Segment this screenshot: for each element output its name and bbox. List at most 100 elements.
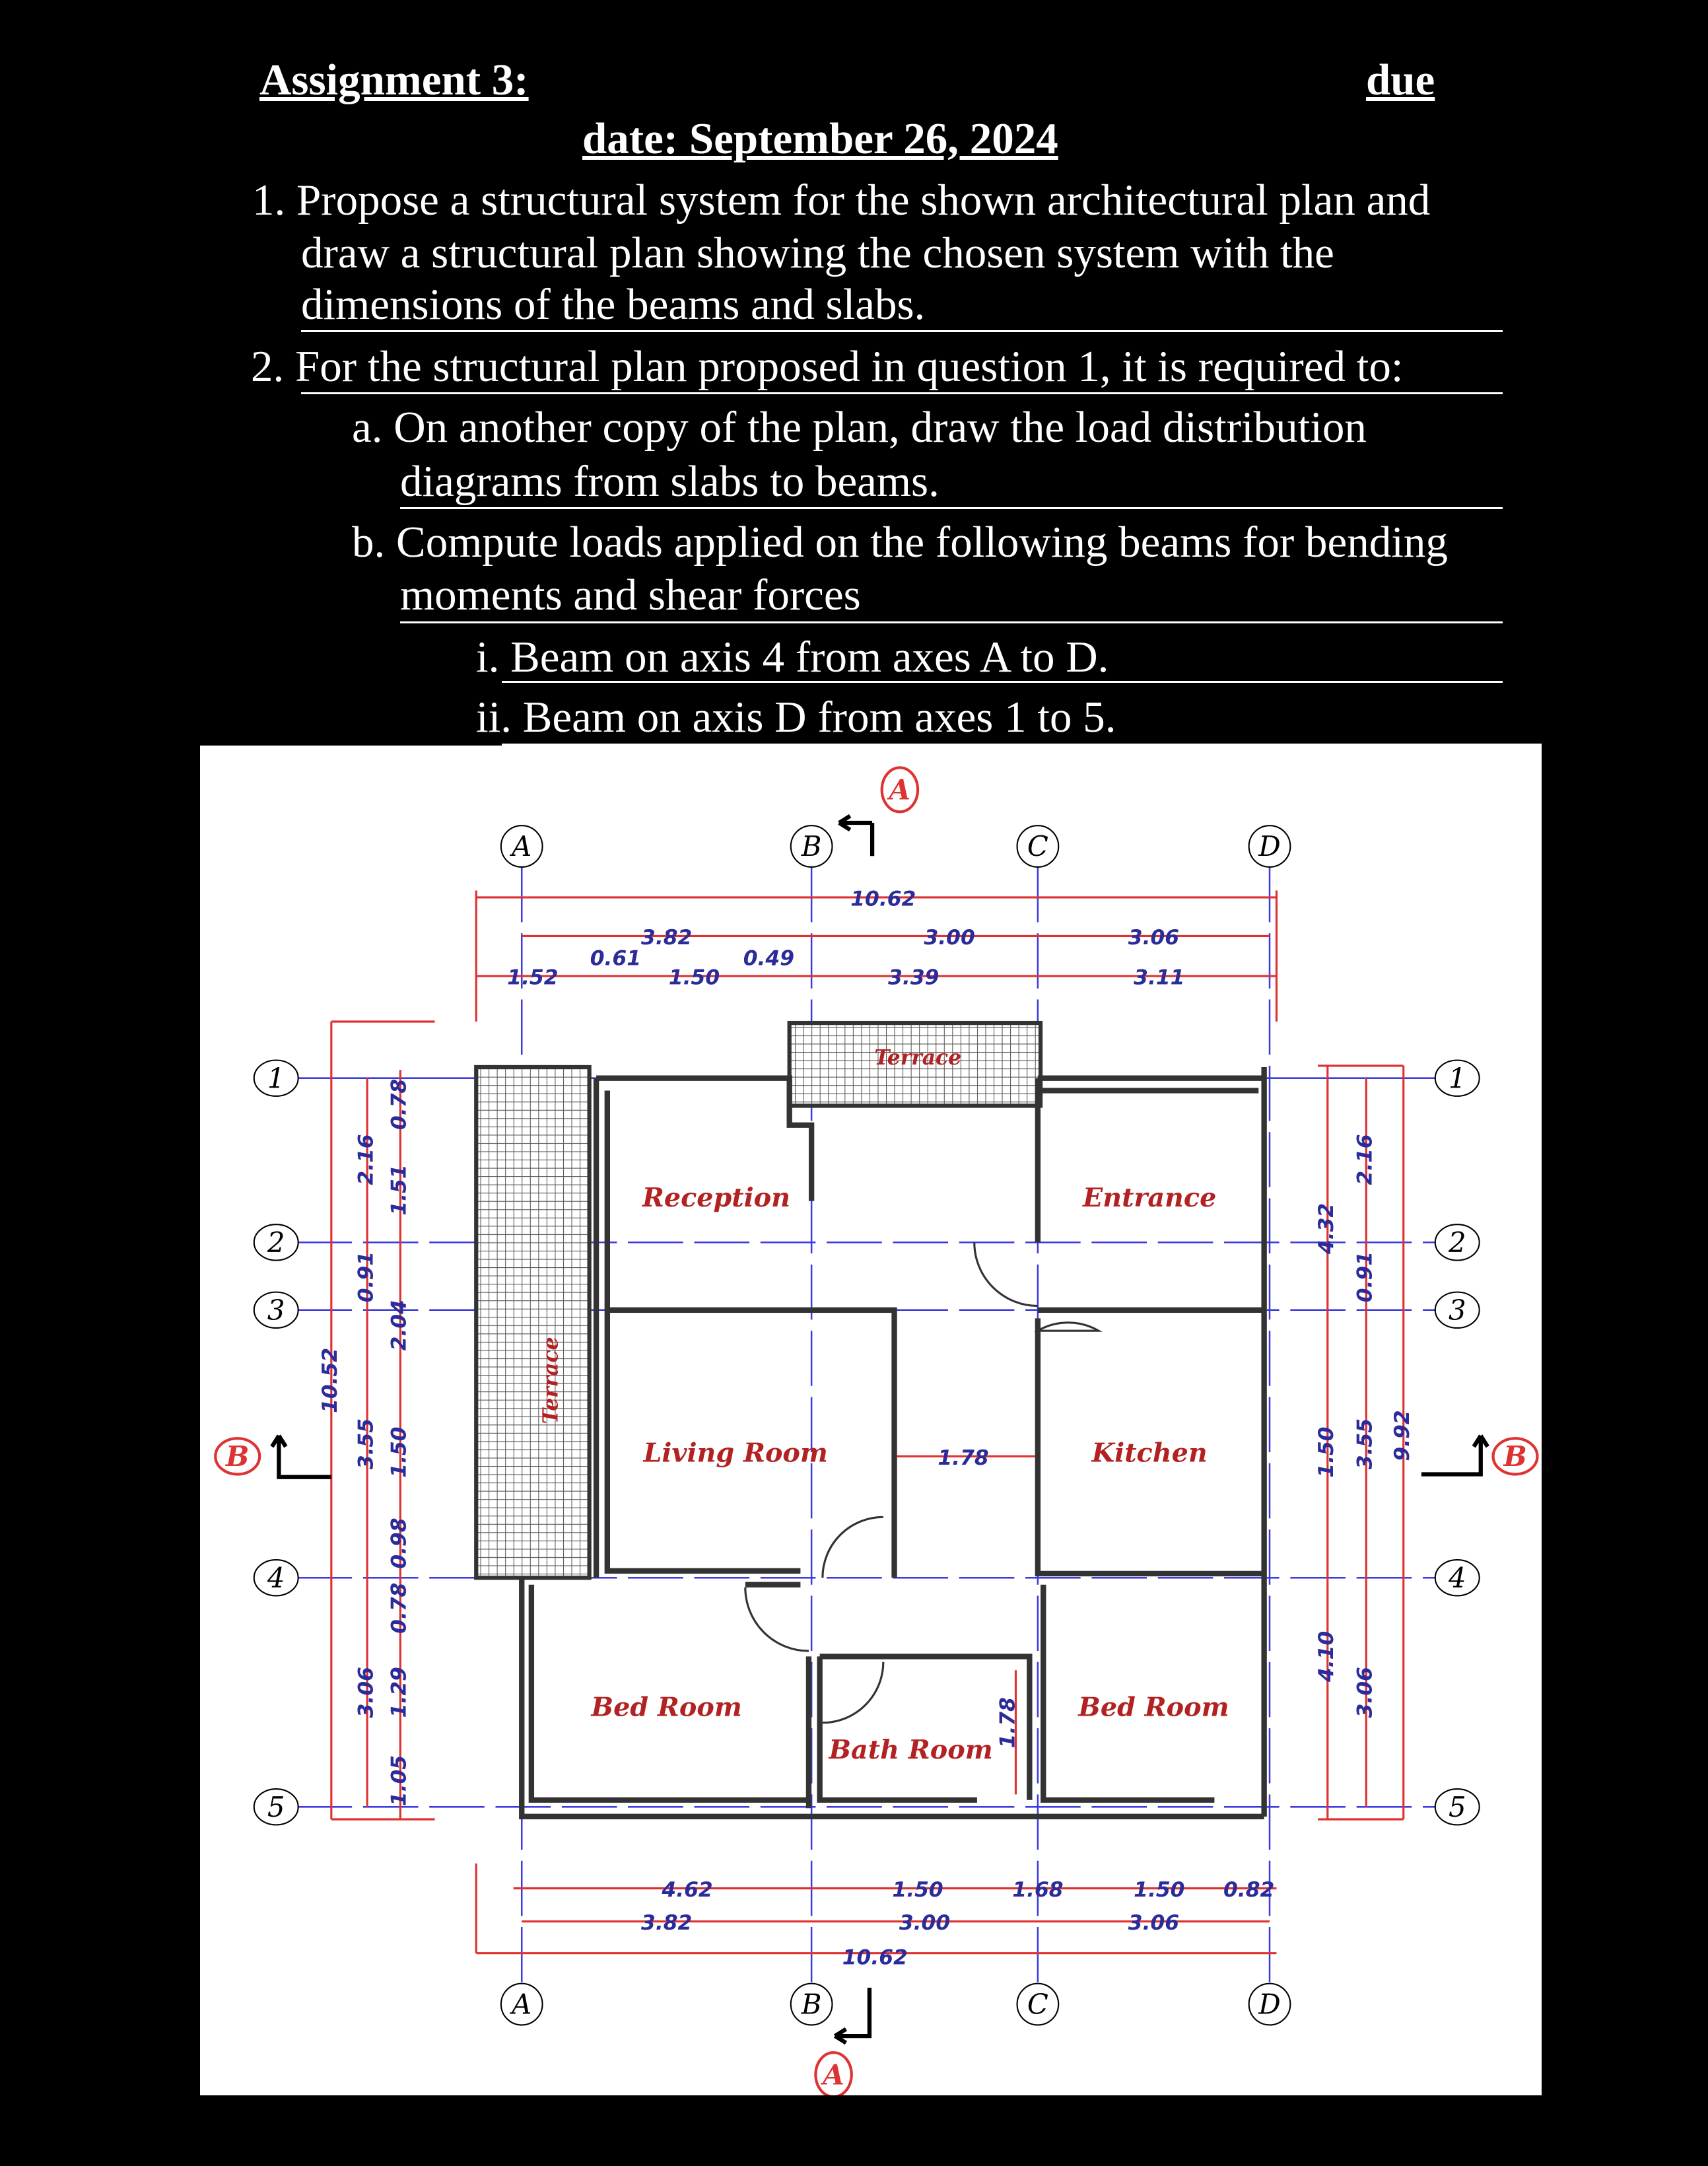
dimension-label: 3.06	[1128, 926, 1179, 950]
dimension-label: 3	[267, 1294, 285, 1326]
axis-bubble-a-bottom: A	[500, 1982, 543, 2026]
plan-drawing-element	[1035, 1318, 1264, 1577]
plan-drawing-element	[790, 825, 833, 868]
axis-bubble-1: 1	[253, 1059, 299, 1097]
bottom-dimensions: 4.62 1.50 1.68 1.50 0.82 3.82 3.00 3.06 …	[641, 1878, 1274, 1969]
plan-drawing-element	[821, 1516, 883, 1578]
plan-drawing-element	[1434, 1559, 1480, 1597]
dimension-label: 9.92	[1390, 1410, 1414, 1461]
room-entrance: Entrance	[1082, 1183, 1216, 1213]
axis-bubble-b: B	[790, 825, 833, 868]
axis-bubble-4: 4	[253, 1559, 299, 1597]
room-kitchen: Kitchen	[1091, 1438, 1208, 1469]
plan-drawing-element	[973, 1242, 1038, 1308]
question-1-line-3: dimensions of the beams and slabs.	[301, 280, 926, 329]
dimension-label: 10.62	[850, 887, 916, 911]
plan-drawing-element	[819, 1654, 1033, 1800]
dimension-label: 4.10	[1315, 1631, 1338, 1683]
dimension-label: 0.82	[1223, 1878, 1274, 1902]
terrace-left	[474, 1065, 592, 1580]
walls	[519, 1066, 1267, 1820]
right-dimensions: 4.32 1.50 4.10 2.16 0.91 3.55 3.06 9.92	[1315, 1134, 1414, 1718]
axis-bubble-4-right: 4	[1434, 1559, 1480, 1597]
dimension-label: 2	[1448, 1226, 1466, 1259]
plan-drawing-element	[1248, 825, 1291, 868]
plan-drawing-element	[596, 1075, 815, 1201]
plan-drawing-element	[500, 825, 543, 868]
left-dimensions: 10.52 2.16 0.91 3.55 3.06 0.78 1.51 2.04…	[318, 1079, 411, 1806]
dimension-label: 4.62	[661, 1878, 712, 1902]
dimension-label: 0.91	[355, 1251, 378, 1302]
plan-drawing-element	[253, 1559, 299, 1597]
divider	[301, 330, 1503, 332]
dimension-label: 0.49	[743, 946, 794, 970]
axis-bubble-2-right: 2	[1434, 1224, 1480, 1261]
plan-drawing-element	[1434, 1224, 1480, 1261]
room-bed-room-right: Bed Room	[1077, 1692, 1229, 1722]
plan-drawing-element	[270, 1434, 331, 1479]
plan-drawing-element	[1034, 1321, 1103, 1332]
axis-bubble-3-right: 3	[1434, 1291, 1480, 1329]
top-dimensions: 10.62 3.82 3.00 3.06 1.52 0.61 1.50 0.49…	[507, 887, 1184, 989]
axis-bubble-a: A	[500, 825, 543, 868]
dimension-label: 1	[267, 1062, 285, 1094]
plan-drawing-element	[744, 1587, 809, 1652]
plan-drawing-element	[1434, 1059, 1480, 1097]
axis-bubble-1-right: 1	[1434, 1059, 1480, 1097]
dimension-label: 3.11	[1134, 966, 1184, 990]
dimension-label: 2	[267, 1226, 285, 1259]
axis-bubble-3: 3	[253, 1291, 299, 1329]
dimension-label: 3.82	[641, 926, 692, 950]
axis-bubble-c: C	[1016, 825, 1060, 868]
dimension-label: 3.39	[888, 966, 939, 990]
architectural-floor-plan: A B C D A B C D 1 2 3 4 5 1 2 3 4 5 A A …	[200, 746, 1542, 2099]
plan-drawing-element	[1434, 1788, 1480, 1826]
plan-drawing-element	[1491, 1437, 1539, 1476]
room-bath-room: Bath Room	[829, 1735, 993, 1765]
axis-bubble-b-bottom: B	[790, 1982, 833, 2026]
plan-drawing-element	[500, 1982, 543, 2026]
plan-drawing-element	[253, 1291, 299, 1329]
question-2b-ii: ii. Beam on axis D from axes 1 to 5.	[476, 693, 1116, 742]
plan-drawing-element	[833, 1987, 872, 2045]
question-2: 2. For the structural plan proposed in q…	[251, 342, 1404, 391]
dimension-label: 1.50	[1315, 1426, 1338, 1477]
dim-bath-height: 1.78	[996, 1697, 1019, 1748]
terrace-top	[787, 1020, 1043, 1108]
dim-living-kitchen: 1.78	[938, 1446, 988, 1470]
dimension-label: A	[820, 2058, 844, 2091]
axis-bubble-d-bottom: D	[1248, 1982, 1291, 2026]
dimension-label: 1.68	[1012, 1878, 1063, 1902]
due-label: due	[1366, 55, 1435, 104]
room-reception: Reception	[642, 1183, 790, 1213]
due-date: date: September 26, 2024	[582, 114, 1058, 163]
dimension-label: 3.82	[641, 1911, 692, 1935]
plan-drawing-element	[817, 1656, 977, 1803]
plan-drawing-element	[1421, 1434, 1489, 1477]
dimension-label: 1	[1449, 1062, 1466, 1094]
axis-bubble-c-bottom: C	[1016, 1982, 1060, 2026]
dimension-label: A	[887, 774, 910, 806]
axis-bubble-d: D	[1248, 825, 1291, 868]
dimension-label: 1.50	[669, 966, 720, 990]
axis-bubble-5: 5	[253, 1788, 299, 1826]
dimension-label: D	[1258, 1988, 1281, 2021]
dimension-label: 0.98	[388, 1518, 411, 1568]
room-living-room: Living Room	[642, 1438, 827, 1469]
dimension-label: C	[1027, 1988, 1048, 2021]
dimension-label: 3.06	[355, 1667, 378, 1718]
dimension-label: 1.52	[507, 966, 558, 990]
dimension-label: A	[509, 830, 531, 862]
dimension-label: B	[1503, 1440, 1526, 1473]
dimension-label: 1.05	[388, 1755, 411, 1806]
dimension-label: 1.50	[892, 1878, 943, 1902]
plan-drawing-element	[253, 1059, 299, 1097]
dimension-label: 4.32	[1315, 1203, 1338, 1255]
dimension-label: A	[509, 1988, 531, 2021]
question-2b-line-2: moments and shear forces	[400, 571, 861, 619]
plan-drawing-element	[1016, 1982, 1060, 2026]
question-2b-line-1: b. Compute loads applied on the followin…	[352, 518, 1448, 567]
section-mark-a-top: A	[838, 766, 920, 856]
plan-drawing-element	[607, 1307, 897, 1578]
dimension-label: 3.00	[924, 926, 974, 950]
